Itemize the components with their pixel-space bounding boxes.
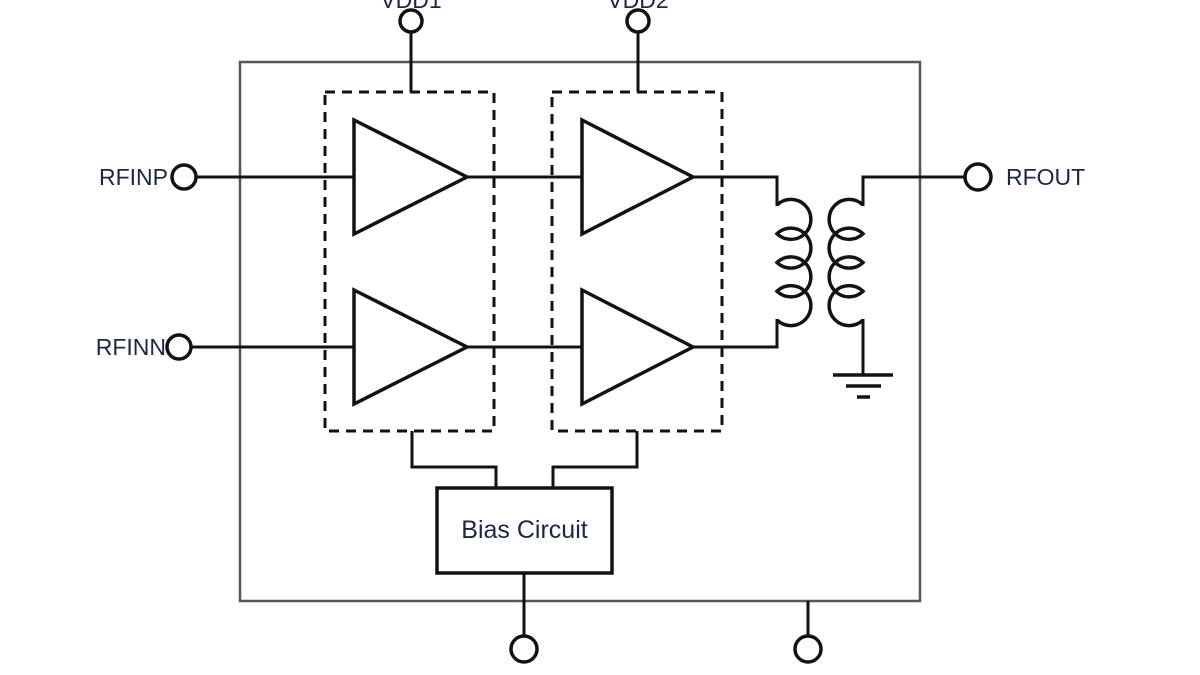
rfinn-label: RFINN	[95, 334, 166, 360]
chip-outline	[238, 60, 922, 603]
bias-circuit-label: Bias Circuit	[461, 516, 588, 544]
vdd2-terminal	[625, 8, 651, 34]
rfinn-terminal	[165, 333, 193, 361]
rfout-label: RFOUT	[1006, 164, 1086, 190]
stage2-dashed-box	[550, 90, 724, 433]
bias-bottom-terminal	[509, 634, 539, 664]
stage1-bias-wire	[410, 431, 498, 490]
stage1-dashed-box	[323, 90, 496, 433]
amplifier-stage2-p-icon	[580, 117, 697, 237]
rfinp-label: RFINP	[99, 164, 168, 190]
amplifier-stage2-n-icon	[580, 287, 697, 407]
transformer-primary-coil	[774, 197, 813, 328]
rfout-terminal	[963, 162, 993, 192]
output-p-wire	[693, 175, 779, 206]
bias-circuit-block	[435, 486, 614, 575]
rfinp-terminal	[170, 163, 198, 191]
amplifier-stage1-n-icon	[352, 287, 471, 407]
transformer-secondary-coil	[827, 197, 866, 328]
vdd2-label: VDD2	[607, 0, 669, 13]
bottom-right-terminal	[793, 634, 823, 664]
output-n-wire	[693, 319, 779, 349]
vdd1-terminal	[398, 8, 424, 34]
amplifier-stage1-p-icon	[352, 117, 471, 237]
vdd1-label: VDD1	[380, 0, 442, 13]
rfout-wire	[861, 175, 978, 206]
stage2-bias-wire	[551, 431, 639, 490]
ground-icon	[833, 373, 893, 399]
